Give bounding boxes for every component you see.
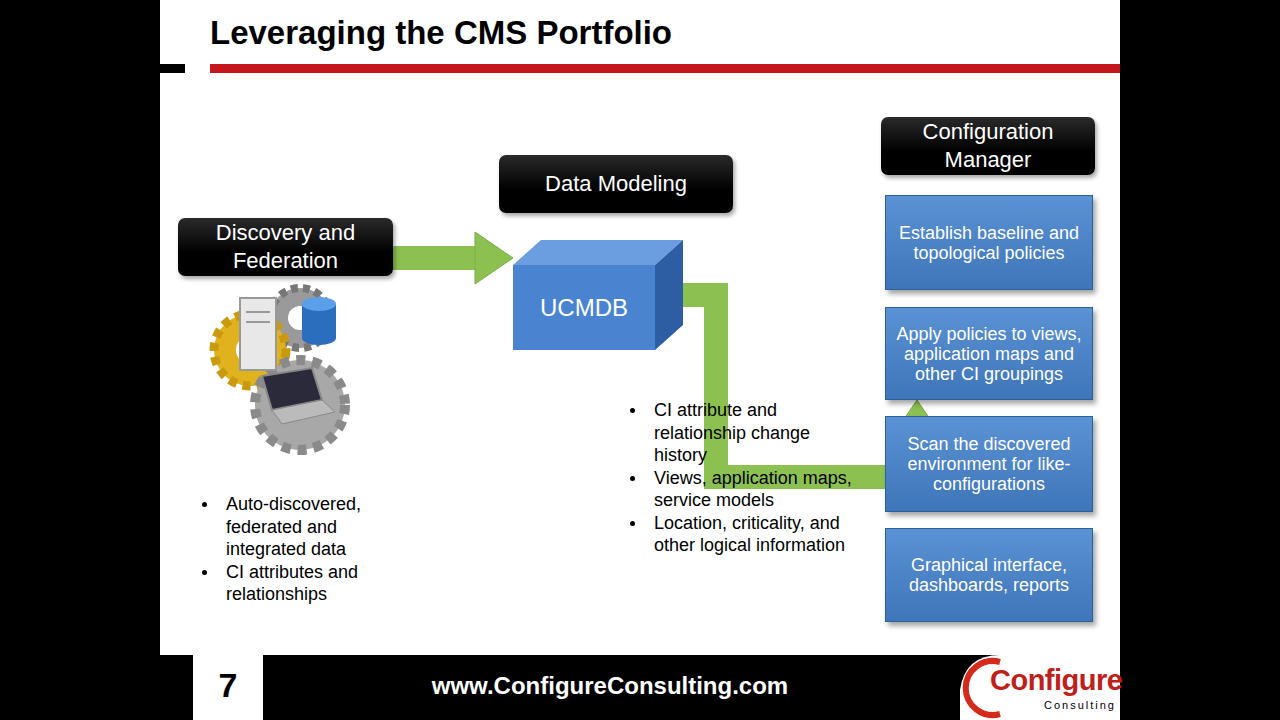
bullet-dot — [630, 408, 635, 413]
cube-side — [655, 240, 683, 350]
slide-title: Leveraging the CMS Portfolio — [210, 14, 672, 52]
logo-subtitle: Consulting — [1030, 699, 1116, 711]
footer-url: www.ConfigureConsulting.com — [340, 672, 880, 700]
node-label: Data Modeling — [545, 170, 687, 198]
bullet-text: CI attribute and relationship change his… — [654, 400, 810, 465]
title-mark — [160, 64, 185, 73]
database-cube: UCMDB — [513, 240, 683, 350]
process-box: Establish baseline and topological polic… — [885, 195, 1093, 290]
bullet-text: CI attributes and relationships — [226, 562, 358, 605]
node-text-group: Configuration Manager — [891, 118, 1085, 174]
node-text-group: Data Modeling — [545, 170, 687, 198]
arrow-shaft — [683, 295, 917, 477]
process-box: Scan the discovered environment for like… — [885, 416, 1093, 512]
section-header: Configuration Manager — [881, 117, 1095, 175]
bullet-item: Views, application maps, service models — [626, 467, 858, 512]
page-number-box — [193, 655, 263, 720]
node-label: Establish baseline and topological polic… — [894, 223, 1084, 263]
bullet-item: CI attributes and relationships — [198, 561, 383, 606]
node-text-group: Establish baseline and topological polic… — [894, 223, 1084, 263]
logo-panel — [960, 655, 1120, 720]
node-label: Discovery and Federation — [188, 219, 383, 275]
bullet-dot — [630, 521, 635, 526]
bullet-item: Location, criticality, and other logical… — [626, 512, 858, 557]
bullet-text: Location, criticality, and other logical… — [654, 513, 845, 556]
page-number: 7 — [193, 666, 263, 705]
cube-label: UCMDB — [540, 294, 628, 322]
node-label: Scan the discovered environment for like… — [894, 434, 1084, 494]
cube-front — [513, 265, 655, 350]
bullet-item: CI attribute and relationship change his… — [626, 399, 858, 467]
arrow-shaft — [393, 246, 477, 270]
node-text-group: UCMDB — [513, 265, 655, 350]
node-text-group: Discovery and Federation — [188, 219, 383, 275]
process-box: Apply policies to views, application map… — [885, 307, 1093, 400]
bullet-item: Auto-discovered, federated and integrate… — [198, 493, 383, 561]
bullet-list: CI attribute and relationship change his… — [626, 399, 858, 557]
node-label: Configuration Manager — [891, 118, 1085, 174]
bullet-dot — [202, 502, 207, 507]
node-text-group: Apply policies to views, application map… — [894, 324, 1084, 384]
bullet-text: Auto-discovered, federated and integrate… — [226, 494, 361, 559]
arrow-head — [475, 232, 513, 284]
logo-name: Configure — [990, 664, 1116, 697]
bullet-dot — [630, 476, 635, 481]
cube-top — [513, 240, 683, 265]
title-rule — [210, 64, 1120, 73]
discovery-illustration — [214, 288, 345, 450]
flow-arrow — [393, 232, 513, 284]
bullet-text: Views, application maps, service models — [654, 468, 852, 511]
section-header: Discovery and Federation — [178, 218, 393, 276]
section-header: Data Modeling — [499, 155, 733, 213]
footer-band — [160, 655, 1120, 720]
node-label: Apply policies to views, application map… — [894, 324, 1084, 384]
process-box: Graphical interface, dashboards, reports — [885, 528, 1093, 622]
node-label: Graphical interface, dashboards, reports — [894, 555, 1084, 595]
bullet-list: Auto-discovered, federated and integrate… — [198, 493, 383, 606]
bullet-dot — [202, 570, 207, 575]
node-text-group: Scan the discovered environment for like… — [894, 434, 1084, 494]
node-text-group: Graphical interface, dashboards, reports — [894, 555, 1084, 595]
